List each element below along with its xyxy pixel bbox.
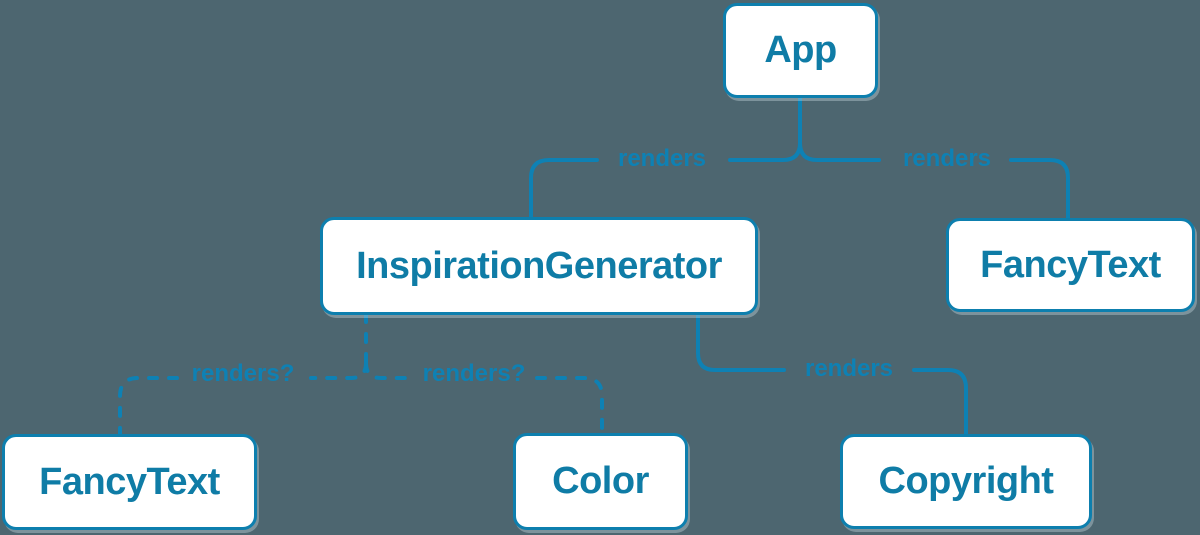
node-color-label: Color	[552, 460, 649, 502]
edge-label-renders-inspirationgenerator-color: renders?	[422, 360, 526, 387]
edge-inspirationgenerator-color-start	[364, 361, 407, 380]
edge-label-renders-inspirationgenerator-fancytext: renders?	[191, 360, 295, 387]
node-fancy-text-top-label: FancyText	[980, 243, 1161, 286]
edge-inspirationgenerator-color-end	[535, 376, 604, 438]
edge-inspirationgenerator-fancytext-end	[118, 376, 179, 439]
node-app: App	[723, 3, 878, 98]
node-color: Color	[513, 433, 688, 530]
edge-app-inspirationgenerator-end	[529, 158, 599, 222]
edge-inspirationgenerator-fancytext-start	[309, 361, 368, 380]
edge-label-renders-inspirationgenerator-copyright: renders	[804, 355, 894, 382]
node-fancy-text-bottom: FancyText	[2, 434, 257, 530]
node-fancy-text-top: FancyText	[946, 218, 1195, 312]
node-copyright-label: Copyright	[878, 460, 1054, 502]
edge-label-renders-app-fancytext: renders	[902, 145, 992, 172]
edge-inspirationgenerator-copyright-end	[912, 368, 968, 439]
node-inspiration-generator: InspirationGenerator	[320, 217, 758, 315]
node-copyright: Copyright	[840, 434, 1092, 529]
node-inspiration-generator-label: InspirationGenerator	[356, 244, 722, 287]
edge-app-fancytext-end	[1009, 158, 1070, 223]
node-fancy-text-bottom-label: FancyText	[39, 460, 220, 503]
edge-app-fancytext-start	[798, 141, 881, 162]
node-app-label: App	[764, 29, 837, 71]
edge-label-renders-app-inspirationgenerator: renders	[617, 145, 707, 172]
edge-inspirationgenerator-copyright-start	[696, 312, 786, 372]
edge-app-inspirationgenerator-start	[728, 95, 802, 162]
